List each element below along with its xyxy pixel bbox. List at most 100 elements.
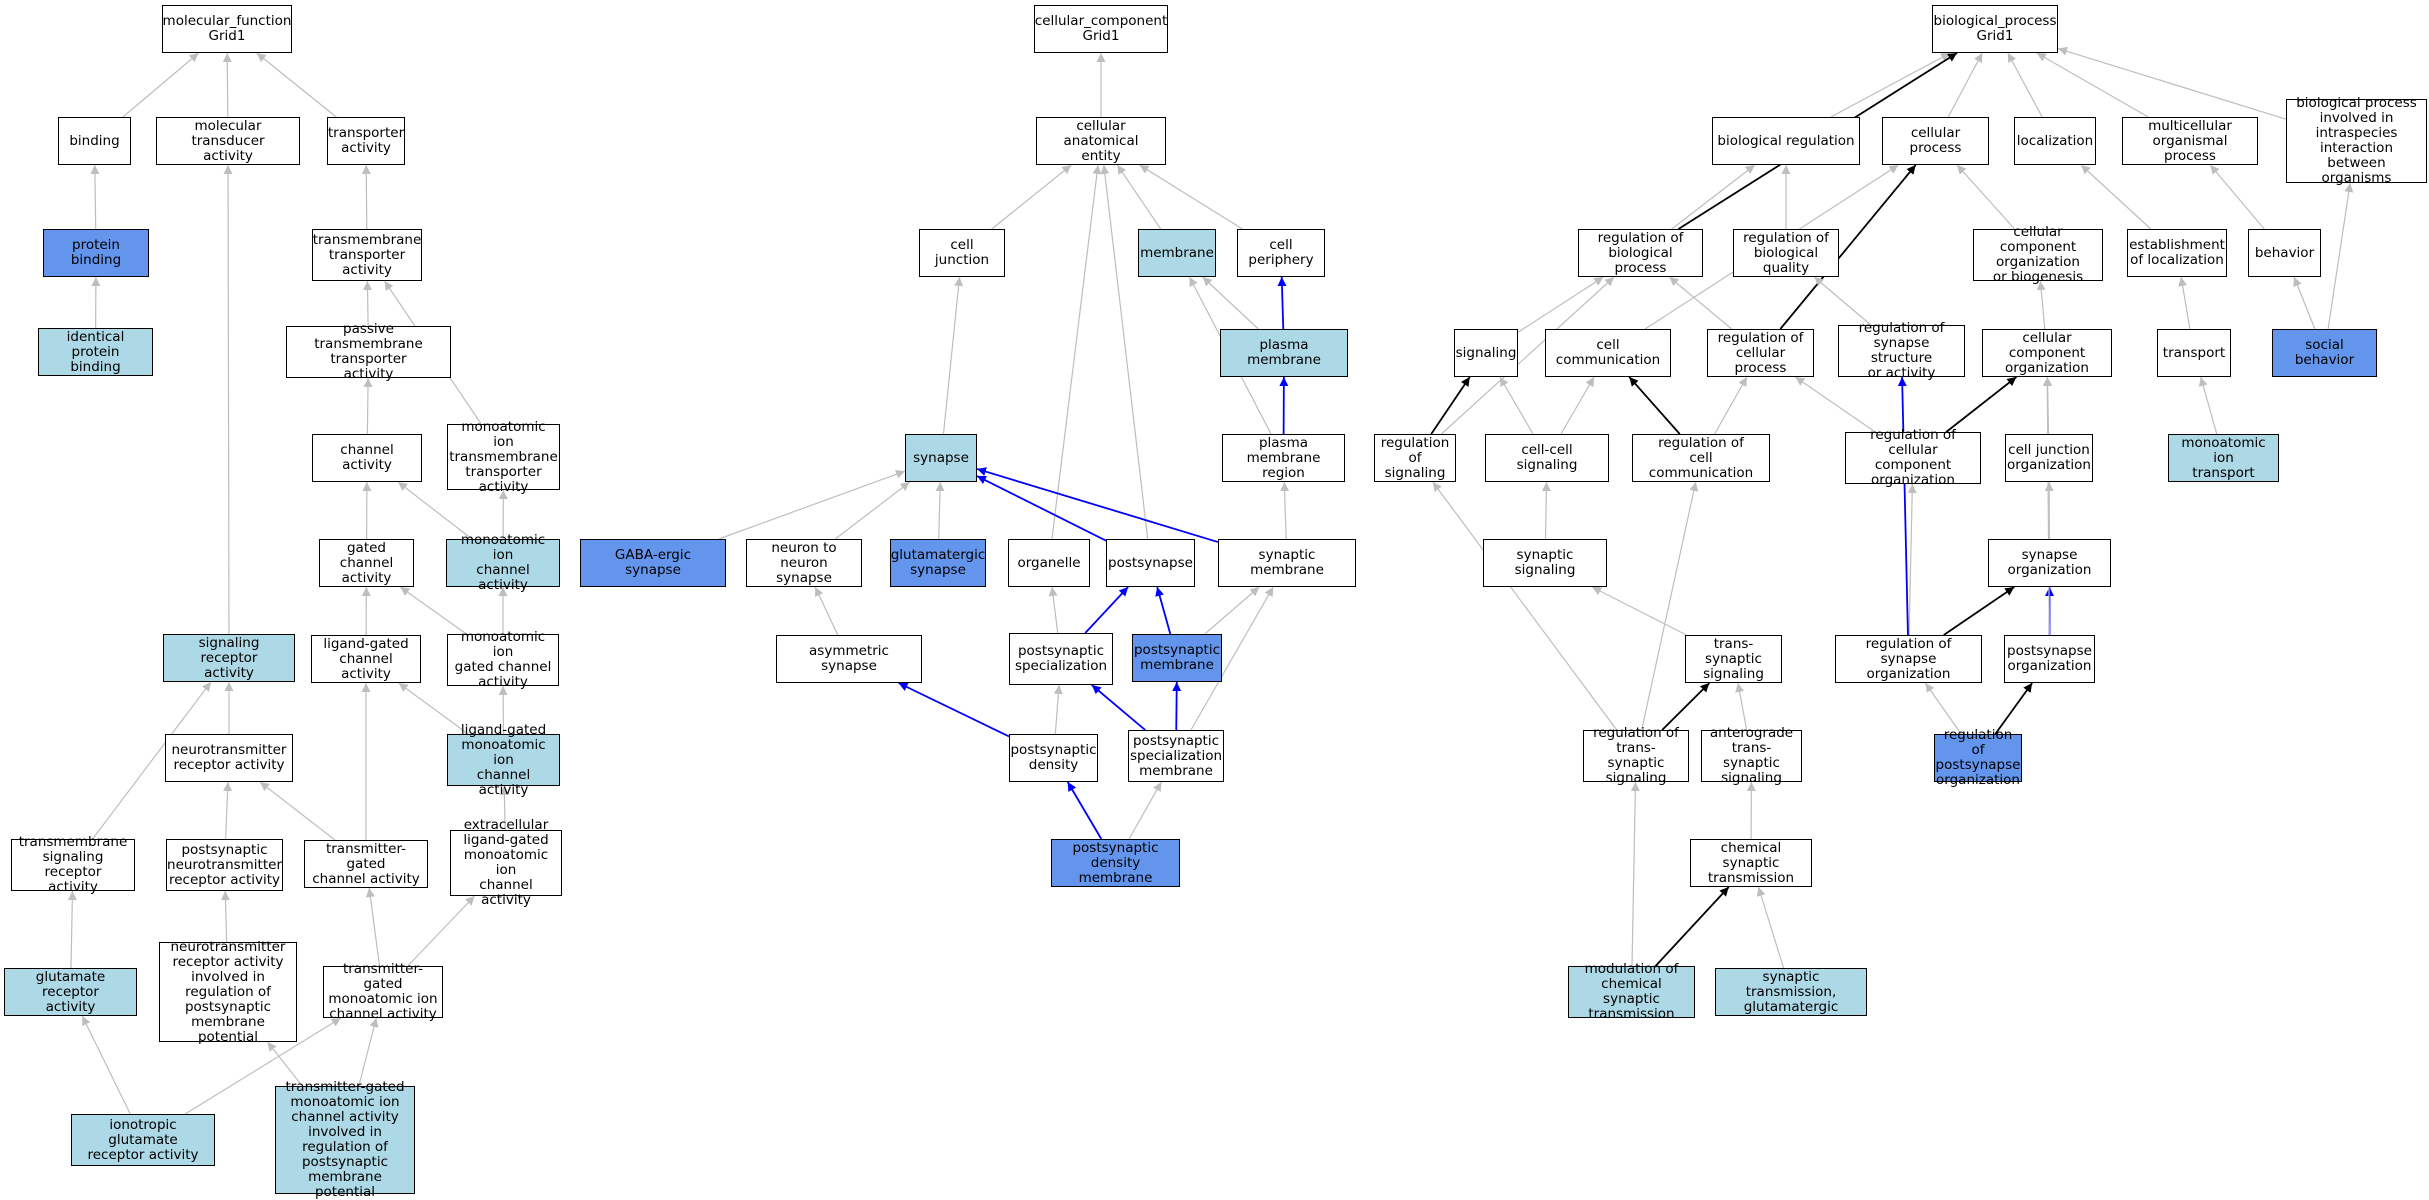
edge-psmem-to-postspec [1091, 684, 1146, 731]
edge-synapse-to-celljunc [942, 276, 964, 435]
edge-psd-to-postspec [1053, 684, 1063, 735]
go-term-local: localization [2014, 117, 2096, 165]
edge-regtrans-to-regcomm [1641, 481, 1699, 731]
edge-txMono-to-extraLig [407, 895, 475, 967]
go-term-regcomm: regulation of cell communication [1632, 434, 1770, 482]
edge-psd-to-asym [898, 682, 1010, 738]
go-term-txChan: transmitter-gated channel activity [304, 840, 428, 888]
edge-interspec-to-bp [2057, 46, 2287, 120]
go-term-transsyn: trans-synaptic signaling [1685, 635, 1782, 683]
go-term-idprot: identical protein binding [38, 328, 153, 376]
go-term-periphery: cell periphery [1237, 229, 1325, 277]
go-term-organelle: organelle [1008, 539, 1090, 587]
go-term-asym: asymmetric synapse [776, 635, 922, 683]
edge-local-to-bp [2007, 52, 2043, 118]
edge-ccorg-to-cellproc [1956, 164, 2016, 230]
edge-asym-to-n2n [814, 586, 839, 636]
edge-social-to-interspec [2327, 182, 2354, 330]
go-term-interspec: biological process involved in intraspec… [2286, 96, 2427, 186]
edge-transporter-to-mf [256, 52, 337, 118]
edge-extraLig-to-ligMono [499, 785, 509, 831]
go-term-psdmem: postsynaptic density membrane [1051, 839, 1180, 887]
go-term-monoChan: monoatomic ion channel activity [446, 533, 560, 593]
edge-regbio-to-bioreg [1671, 164, 1756, 230]
edge-iono-to-gluRec [81, 1015, 131, 1115]
edge-binding-to-mf [122, 52, 199, 118]
go-term-regsig: regulation of signaling [1374, 434, 1456, 482]
go-term-bioreg: biological regulation [1712, 117, 1860, 165]
edge-synsig-to-ccsig [1541, 481, 1551, 540]
edge-modchem-to-regtrans [1630, 781, 1640, 967]
edge-postmem-to-postsyn [1155, 586, 1172, 635]
edge-postorg-to-ccorg2 [2042, 376, 2052, 636]
edge-monoChan-to-channel [397, 481, 473, 540]
go-term-mf: molecular_function Grid1 [162, 5, 292, 53]
go-term-regqual: regulation of biological quality [1733, 229, 1839, 277]
edge-postsyn-to-synapse [976, 475, 1107, 542]
edge-ccsig-to-signaling [1499, 376, 1534, 435]
edge-regcomm-to-cellcomm [1628, 376, 1681, 435]
go-term-cc: cellular_component Grid1 [1034, 5, 1168, 53]
go-term-protbind: protein binding [43, 229, 149, 277]
go-term-sigrec: signaling receptor activity [163, 634, 295, 682]
edge-signaling-to-regbio [1517, 276, 1604, 333]
edge-regsynstruct-to-regqual [1813, 276, 1872, 326]
edge-txMono-to-txChan [365, 887, 381, 967]
go-term-ccorg: cellular component organization or bioge… [1973, 225, 2103, 285]
go-term-cellproc: cellular process [1882, 117, 1989, 165]
edge-glusyn-to-synapse [935, 481, 945, 540]
go-term-regsynorg: regulation of synapse organization [1835, 635, 1982, 683]
go-term-synglu: synaptic transmission, glutamatergic [1715, 968, 1867, 1016]
edge-transport-to-estloc [2178, 276, 2191, 330]
go-term-plasmamem: plasma membrane [1220, 329, 1348, 377]
go-term-ccorg2: cellular component organization [1982, 329, 2112, 377]
go-term-pmregion: plasma membrane region [1222, 434, 1345, 482]
edge-monotransport-to-transport [2198, 376, 2218, 435]
edge-moltrans-to-mf [222, 52, 232, 118]
go-term-regccorg: regulation of cellular component organiz… [1845, 428, 1981, 488]
go-term-monoTM: monoatomic ion transmembrane transporter… [447, 419, 560, 494]
edge-postspec-to-postsyn [1084, 586, 1129, 634]
edge-passive-to-tmtrans [363, 280, 373, 327]
edge-synmem-to-synapse [976, 467, 1219, 543]
go-term-n2n: neuron to neuron synapse [746, 539, 862, 587]
edge-channel-to-passive [363, 377, 373, 435]
edge-monoGated-to-gated [399, 586, 467, 635]
edge-multi-to-bp [2036, 52, 2149, 118]
go-term-psmem: postsynaptic specialization membrane [1128, 730, 1224, 782]
go-term-signaling: signaling [1454, 329, 1518, 377]
edge-regccorg-to-ccorg2 [1945, 376, 2017, 433]
edge-membrane-to-cae [1116, 164, 1162, 230]
go-term-ccsig: cell-cell signaling [1485, 434, 1609, 482]
go-term-ntRec: neurotransmitter receptor activity [165, 734, 293, 782]
edge-regtrans-to-regsig [1432, 481, 1618, 731]
edge-ligMono-to-ligGated [398, 682, 469, 735]
go-term-regpostorg: regulation of postsynapse organization [1934, 727, 2022, 788]
edge-antero-to-transsyn [1735, 682, 1748, 731]
edge-n2n-to-synapse [834, 481, 911, 540]
go-term-cjorg: cell junction organization [2005, 434, 2093, 482]
go-term-transporter: transporter activity [327, 117, 405, 165]
go-term-ntInvolved: neurotransmitter receptor activity invol… [159, 939, 297, 1044]
edge-transsyn-to-synsig [1591, 586, 1687, 636]
go-term-channel: channel activity [312, 434, 422, 482]
go-term-social: social behavior [2272, 329, 2377, 377]
go-term-monoGated: monoatomic ion gated channel activity [447, 630, 559, 690]
go-term-iono: ionotropic glutamate receptor activity [71, 1114, 215, 1166]
edge-postsyn-to-cae [1100, 164, 1149, 540]
go-term-chemsyn: chemical synaptic transmission [1690, 839, 1812, 887]
edge-tmSig-to-sigrec [92, 681, 212, 840]
edge-iono-to-txMono [184, 1017, 342, 1115]
go-term-monotransport: monoatomic ion transport [2168, 434, 2279, 482]
go-term-gluRec: glutamate receptor activity [4, 968, 137, 1016]
go-term-celljunc: cell junction [919, 229, 1005, 277]
go-term-regbio: regulation of biological process [1578, 229, 1703, 277]
edge-regcell-to-regbio [1668, 276, 1733, 330]
go-term-antero: anterograde trans-synaptic signaling [1701, 726, 1802, 786]
go-term-multi: multicellular organismal process [2122, 117, 2258, 165]
go-term-binding: binding [58, 117, 131, 165]
edge-gaba-to-synapse [718, 469, 906, 540]
edge-postNt-to-ntRec [223, 781, 233, 840]
go-term-membrane: membrane [1138, 229, 1216, 277]
